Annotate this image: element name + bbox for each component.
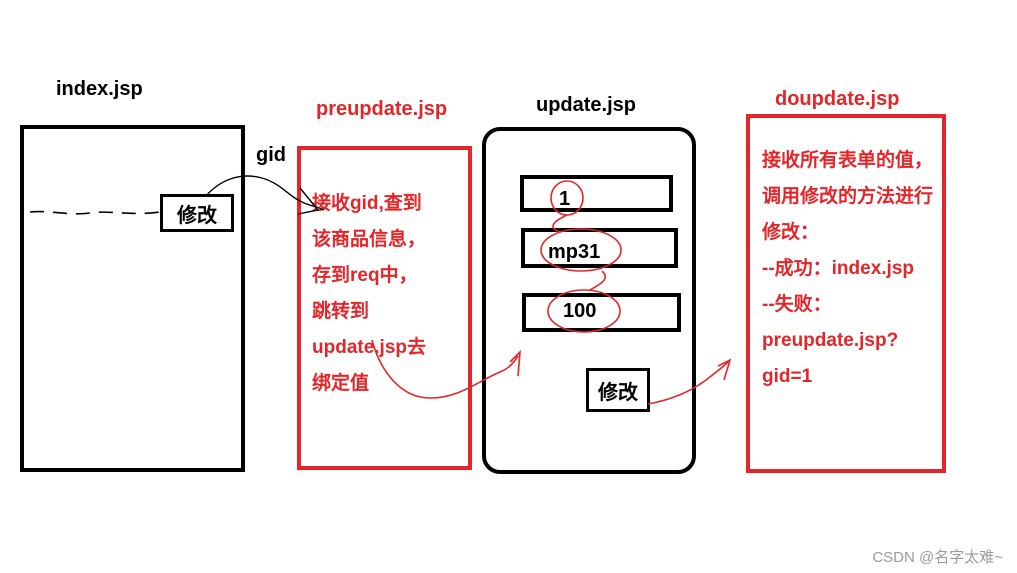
preupdate-note-line: 接收gid,查到 bbox=[312, 193, 422, 214]
doupdate-note-line: 调用修改的方法进行 bbox=[762, 186, 934, 207]
index-page-title: index.jsp bbox=[56, 78, 143, 100]
preupdate-page-title: preupdate.jsp bbox=[316, 98, 448, 120]
submit-flow-arrowhead bbox=[717, 358, 732, 381]
doupdate-note-line: --失败： bbox=[762, 294, 832, 315]
doupdate-note-line: gid=1 bbox=[762, 366, 813, 387]
doupdate-note-line: 接收所有表单的值， bbox=[762, 150, 934, 171]
watermark: CSDN @名字太难~ bbox=[872, 549, 1003, 566]
update-id-field[interactable] bbox=[520, 175, 673, 212]
gid-label: gid bbox=[256, 144, 286, 166]
preupdate-note-line: 跳转到 bbox=[312, 301, 370, 322]
doupdate-note-line: --成功：index.jsp bbox=[762, 258, 915, 279]
update-id-value: 1 bbox=[559, 188, 571, 210]
preupdate-page-box bbox=[297, 146, 472, 470]
update-name-value: mp31 bbox=[548, 241, 601, 263]
index-page-box bbox=[20, 125, 245, 472]
preupdate-note-line: 存到req中， bbox=[312, 265, 418, 286]
doupdate-notes: 接收所有表单的值， 调用修改的方法进行 修改： --成功：index.jsp -… bbox=[762, 143, 933, 395]
doupdate-page-title: doupdate.jsp bbox=[775, 88, 900, 110]
preupdate-notes: 接收gid,查到 该商品信息， 存到req中， 跳转到 update.jsp去 … bbox=[312, 186, 426, 402]
preupdate-note-line: update.jsp去 bbox=[312, 337, 427, 358]
doupdate-note-line: preupdate.jsp? bbox=[762, 330, 899, 351]
update-page-title: update.jsp bbox=[536, 94, 637, 116]
update-edit-button[interactable]: 修改 bbox=[586, 368, 650, 412]
index-edit-button[interactable]: 修改 bbox=[160, 194, 234, 232]
preupdate-note-line: 该商品信息， bbox=[312, 229, 427, 250]
update-price-field[interactable] bbox=[522, 293, 681, 332]
doupdate-page-box bbox=[746, 114, 946, 473]
preupdate-note-line: 绑定值 bbox=[312, 373, 370, 394]
update-page-box bbox=[482, 127, 696, 474]
update-price-value: 100 bbox=[563, 300, 597, 322]
doupdate-note-line: 修改： bbox=[762, 222, 820, 243]
